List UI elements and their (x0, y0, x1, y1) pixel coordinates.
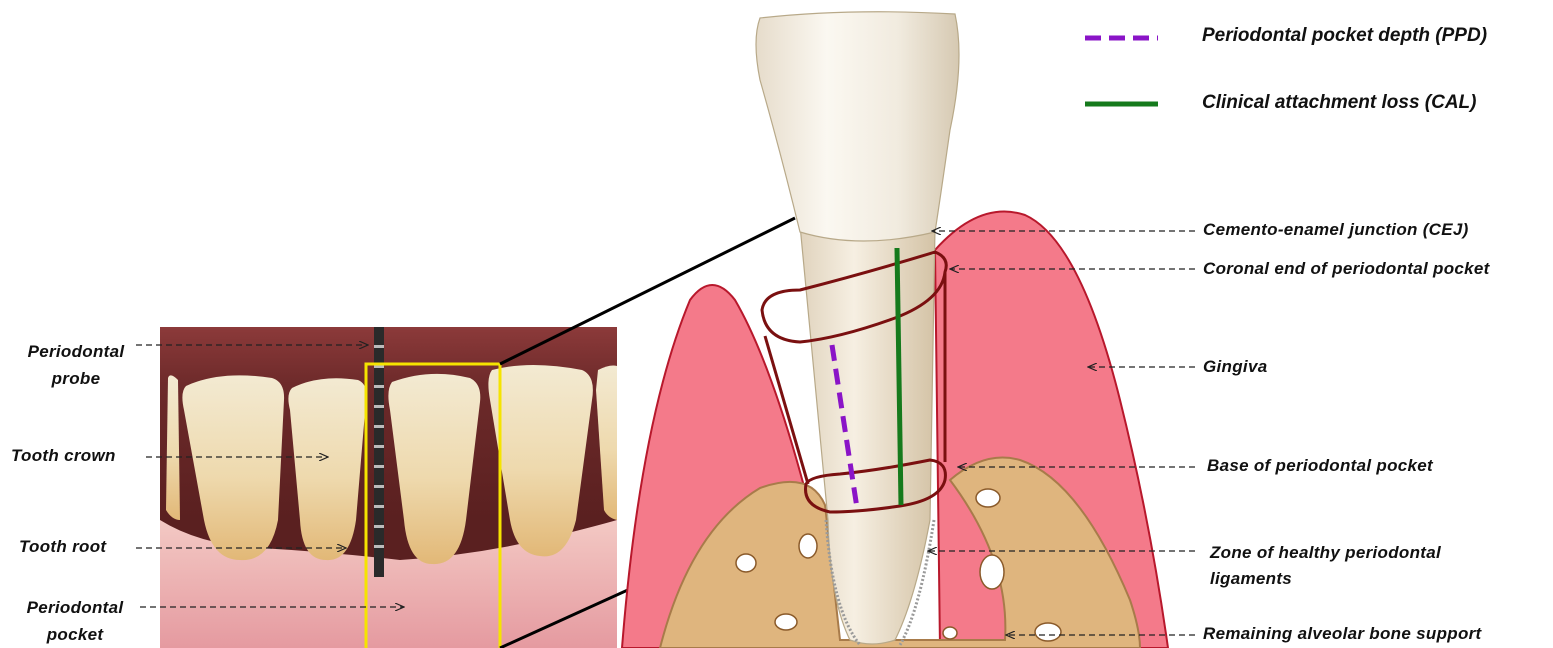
label-periodontal-probe-line2: probe (14, 365, 138, 392)
label-tooth-root: Tooth root (19, 537, 106, 557)
label-alveolar-bone: Remaining alveolar bone support (1203, 624, 1482, 644)
label-periodontal-pocket-line1: Periodontal (13, 594, 137, 621)
label-periodontal-pocket-line2: pocket (13, 621, 137, 648)
photo-tooth (166, 375, 180, 520)
label-periodontal-probe-line1: Periodontal (14, 338, 138, 365)
label-base-of-pocket: Base of periodontal pocket (1207, 456, 1433, 476)
label-healthy-ligaments: Zone of healthy periodontal ligaments (1210, 540, 1441, 592)
legend-ppd-label: Periodontal pocket depth (PPD) (1202, 25, 1487, 47)
label-periodontal-pocket: Periodontal pocket (13, 594, 137, 648)
label-tooth-crown: Tooth crown (11, 446, 116, 466)
label-gingiva: Gingiva (1203, 357, 1267, 377)
label-coronal-end: Coronal end of periodontal pocket (1203, 259, 1490, 279)
legend-cal-label: Clinical attachment loss (CAL) (1202, 92, 1477, 114)
label-healthy-ligaments-line1: Zone of healthy periodontal (1210, 540, 1441, 566)
label-healthy-ligaments-line2: ligaments (1210, 566, 1441, 592)
label-cej: Cemento-enamel junction (CEJ) (1203, 220, 1469, 240)
clinical-photo (160, 327, 617, 648)
label-periodontal-probe: Periodontal probe (14, 338, 138, 392)
